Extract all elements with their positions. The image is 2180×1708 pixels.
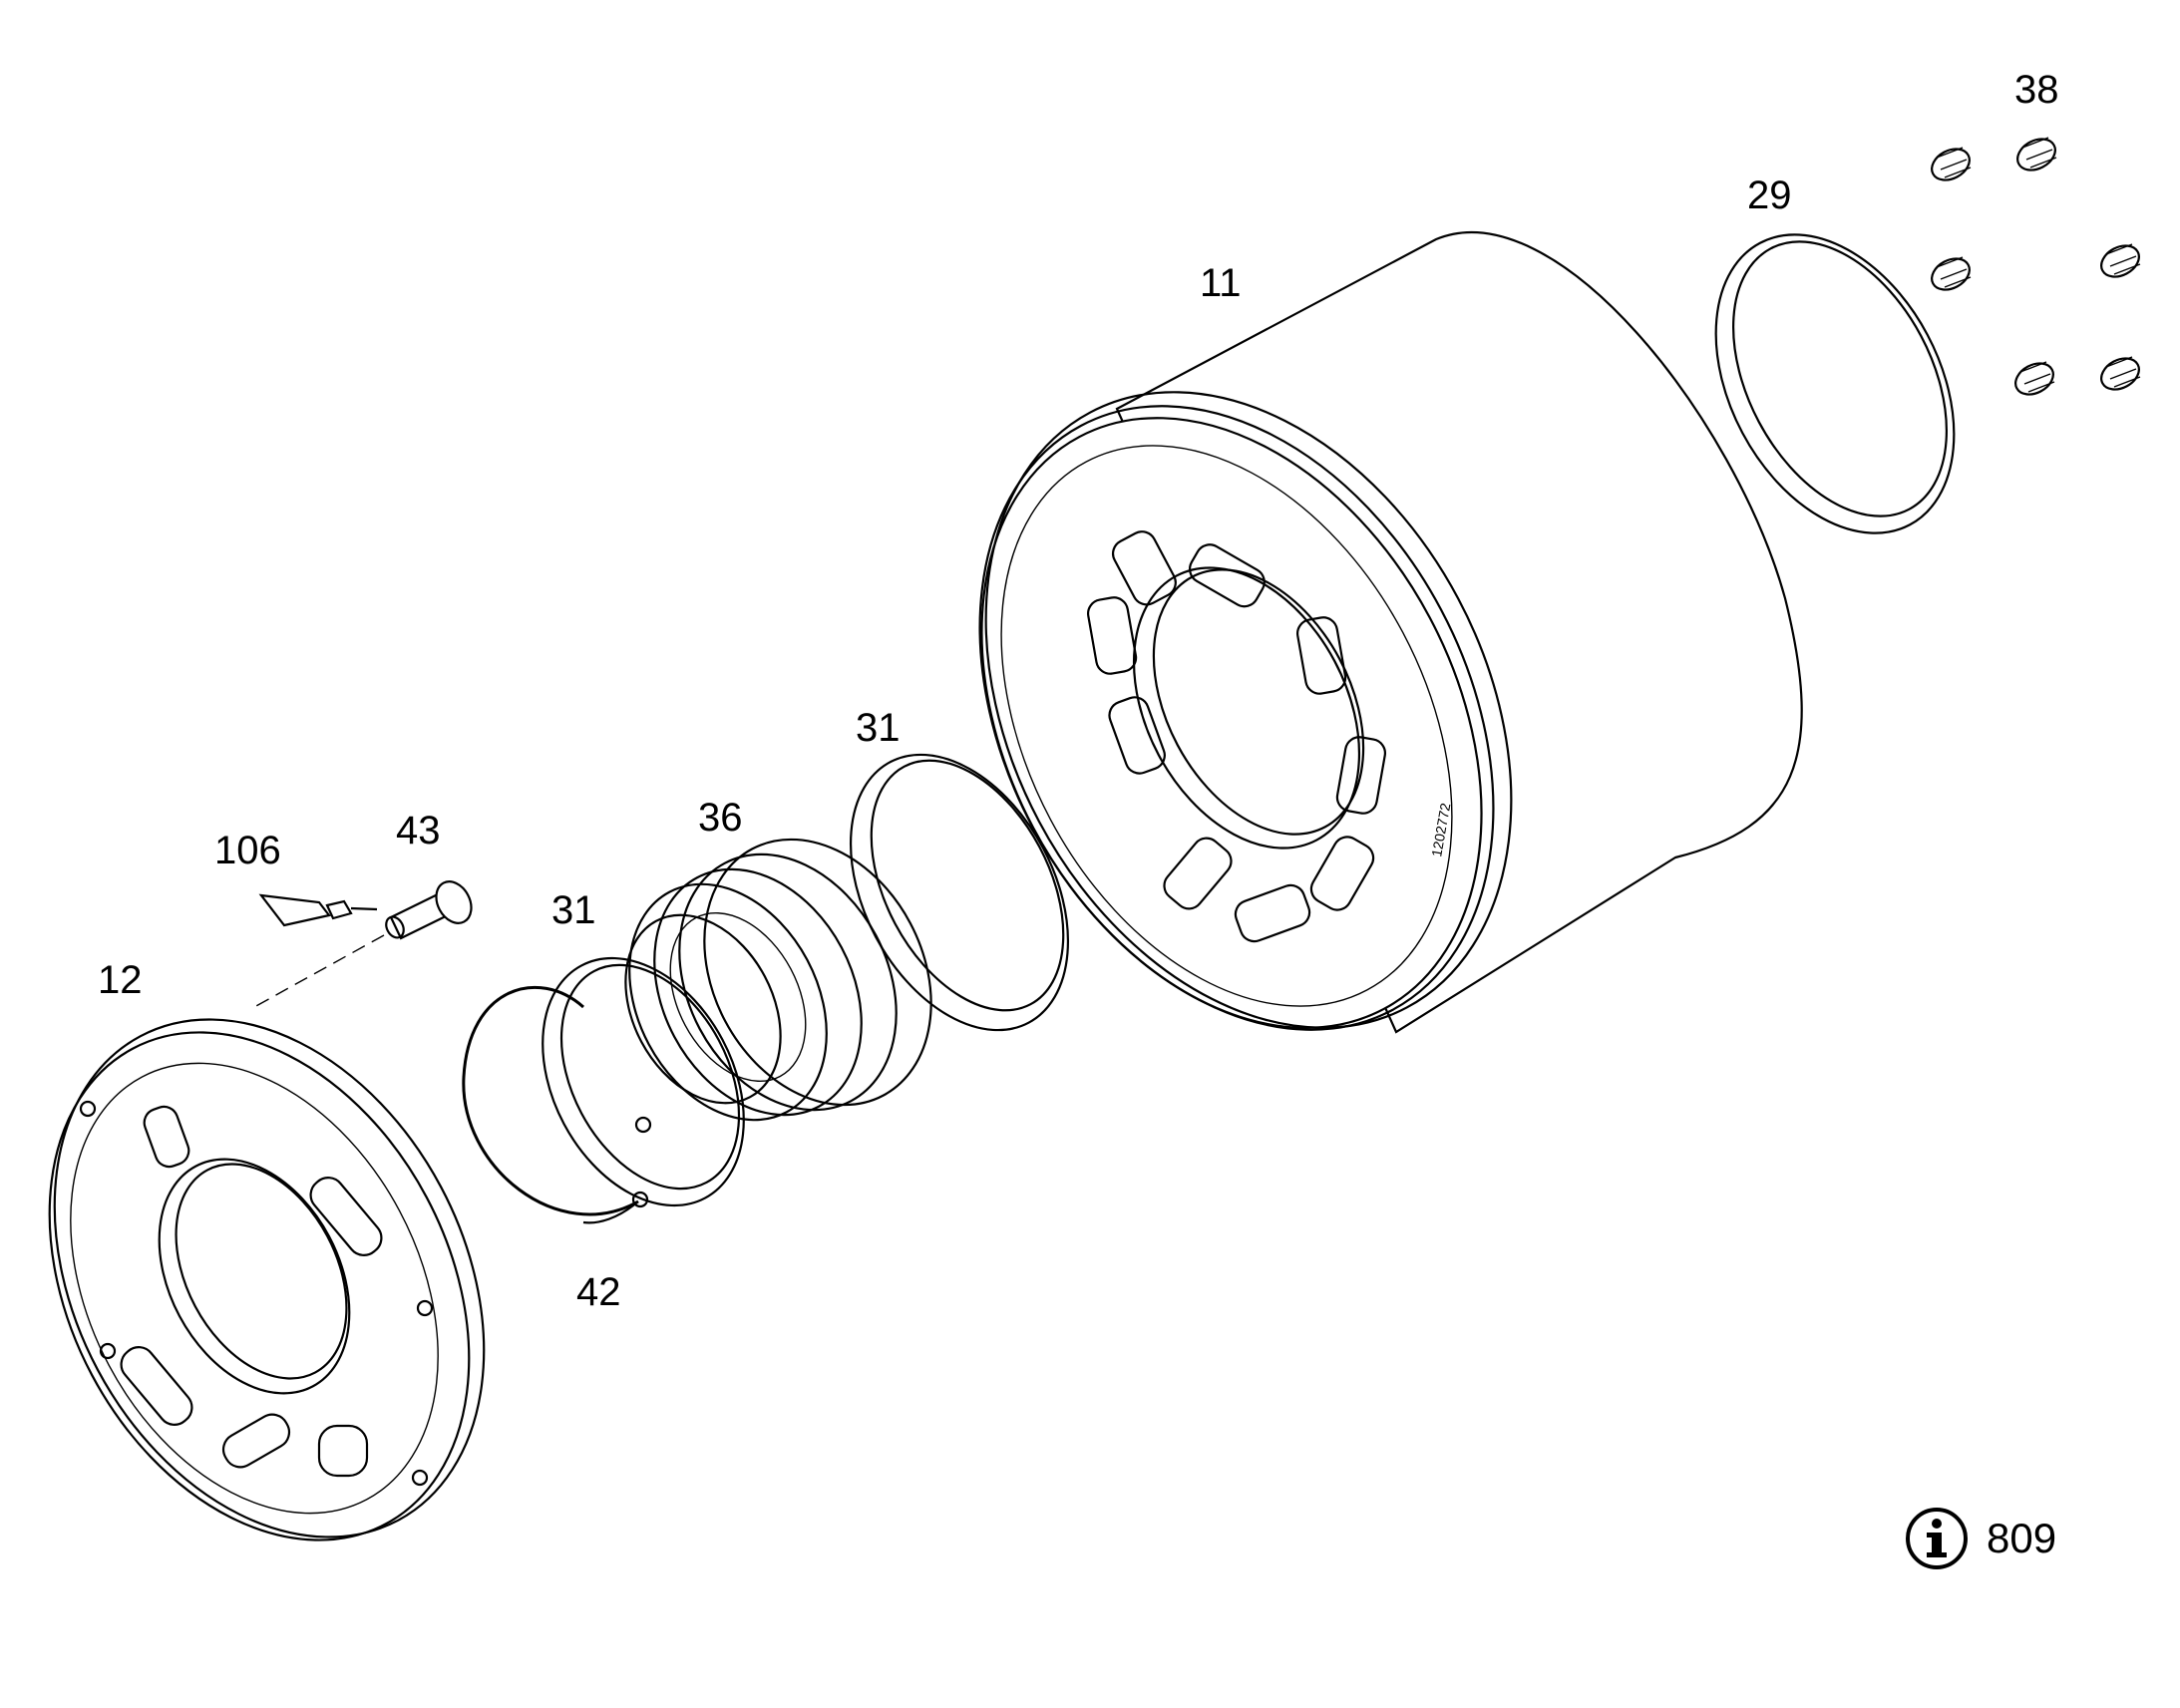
spring bbox=[2100, 356, 2141, 391]
washer-part-31-lower bbox=[542, 956, 745, 1207]
callout-31-lower: 31 bbox=[551, 888, 596, 932]
callout-42: 42 bbox=[576, 1270, 621, 1314]
callout-36: 36 bbox=[698, 796, 743, 840]
shim-ring-part-29 bbox=[1714, 233, 1956, 534]
callout-29: 29 bbox=[1747, 173, 1792, 217]
cylinder-barrel-part-11: 1202772 bbox=[978, 231, 1803, 1034]
callout-38: 38 bbox=[2014, 68, 2059, 112]
callout-12: 12 bbox=[98, 958, 143, 1002]
info-reference: 809 bbox=[1905, 1506, 2056, 1571]
valve-plate-part-12 bbox=[48, 1018, 486, 1541]
adhesive-tube-part-106 bbox=[258, 893, 378, 927]
pin-part-43 bbox=[253, 880, 473, 1008]
spring bbox=[2016, 137, 2057, 171]
spring bbox=[2100, 243, 2141, 278]
callout-31-upper: 31 bbox=[856, 706, 901, 750]
spring bbox=[1931, 147, 1972, 181]
callout-43: 43 bbox=[396, 809, 441, 853]
spring bbox=[1931, 256, 1972, 291]
springs-part-38 bbox=[1931, 137, 2141, 396]
info-reference-number: 809 bbox=[1987, 1515, 2057, 1561]
callout-11: 11 bbox=[1200, 261, 1242, 305]
barrel-ports bbox=[1086, 530, 1387, 943]
spring bbox=[2014, 361, 2055, 396]
assembly-leader-line bbox=[253, 934, 385, 1008]
spring-pack-part-36 bbox=[624, 838, 932, 1122]
callout-106: 106 bbox=[214, 829, 281, 872]
circlip-part-42 bbox=[462, 985, 652, 1224]
info-icon bbox=[1906, 1508, 1968, 1569]
